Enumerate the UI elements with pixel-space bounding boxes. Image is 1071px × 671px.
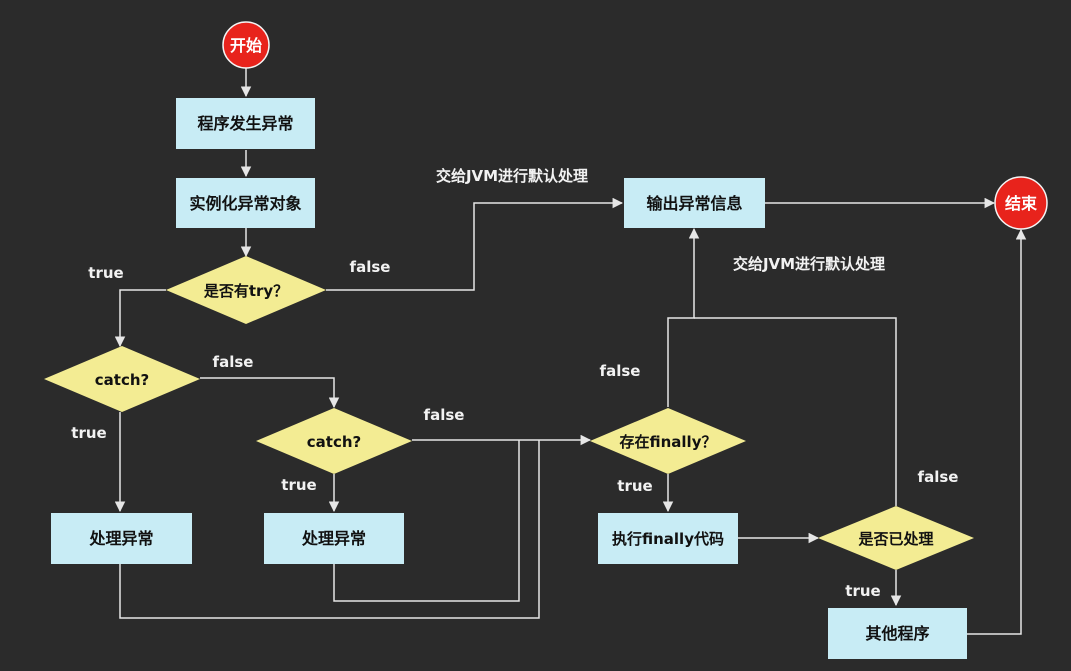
edge-try-true	[114, 289, 166, 348]
edge-other-to-end	[966, 228, 1027, 635]
catch1-false-label: false	[213, 353, 254, 371]
exec-finally-box: 执行finally代码	[598, 513, 738, 564]
other-program-label: 其他程序	[865, 624, 929, 643]
connectors	[114, 68, 1027, 635]
jvm-top-label: 交给JVM进行默认处理	[436, 167, 588, 185]
edge-labels: 交给JVM进行默认处理 交给JVM进行默认处理 true false false…	[71, 167, 958, 600]
program-error-box: 程序发生异常	[176, 98, 315, 149]
catch-2-label: catch?	[307, 433, 361, 451]
edge-handled-false-up	[694, 317, 897, 506]
edge-try-false	[326, 197, 624, 291]
catch2-false-label: false	[424, 406, 465, 424]
program-error-label: 程序发生异常	[197, 114, 293, 133]
has-try-label: 是否有try？	[203, 282, 288, 300]
output-info-box: 输出异常信息	[624, 178, 765, 228]
end-label: 结束	[1004, 194, 1038, 213]
catch-1-diamond: catch?	[44, 346, 200, 412]
instantiate-box: 实例化异常对象	[176, 178, 315, 228]
handle-2-box: 处理异常	[264, 513, 404, 564]
start-label: 开始	[230, 36, 262, 55]
instantiate-label: 实例化异常对象	[189, 194, 301, 213]
finally-true-label: true	[617, 477, 652, 495]
try-true-label: true	[88, 264, 123, 282]
edge-finally-false	[667, 227, 700, 407]
finally-false-label: false	[600, 362, 641, 380]
handle-2-label: 处理异常	[301, 529, 366, 548]
has-finally-label: 存在finally？	[620, 433, 717, 451]
catch-1-label: catch?	[95, 371, 149, 389]
has-try-diamond: 是否有try？	[166, 256, 326, 324]
catch2-true-label: true	[281, 476, 316, 494]
is-handled-label: 是否已处理	[857, 530, 933, 548]
edge-handle2-to-merge	[333, 440, 520, 602]
jvm-mid-label: 交给JVM进行默认处理	[733, 255, 885, 273]
handled-true-label: true	[845, 582, 880, 600]
output-info-label: 输出异常信息	[646, 194, 742, 213]
start-terminal: 开始	[222, 21, 270, 69]
has-finally-diamond: 存在finally？	[590, 408, 746, 474]
try-false-label: false	[350, 258, 391, 276]
exec-finally-label: 执行finally代码	[612, 530, 724, 548]
edge-catch1-false	[200, 377, 340, 409]
is-handled-diamond: 是否已处理	[818, 506, 974, 570]
catch1-true-label: true	[71, 424, 106, 442]
handled-false-label: false	[918, 468, 959, 486]
catch-2-diamond: catch?	[256, 408, 412, 474]
edge-handle1-to-merge	[119, 440, 540, 619]
other-program-box: 其他程序	[828, 608, 967, 659]
end-terminal: 结束	[994, 176, 1048, 230]
handle-1-box: 处理异常	[51, 513, 192, 564]
handle-1-label: 处理异常	[88, 529, 153, 548]
